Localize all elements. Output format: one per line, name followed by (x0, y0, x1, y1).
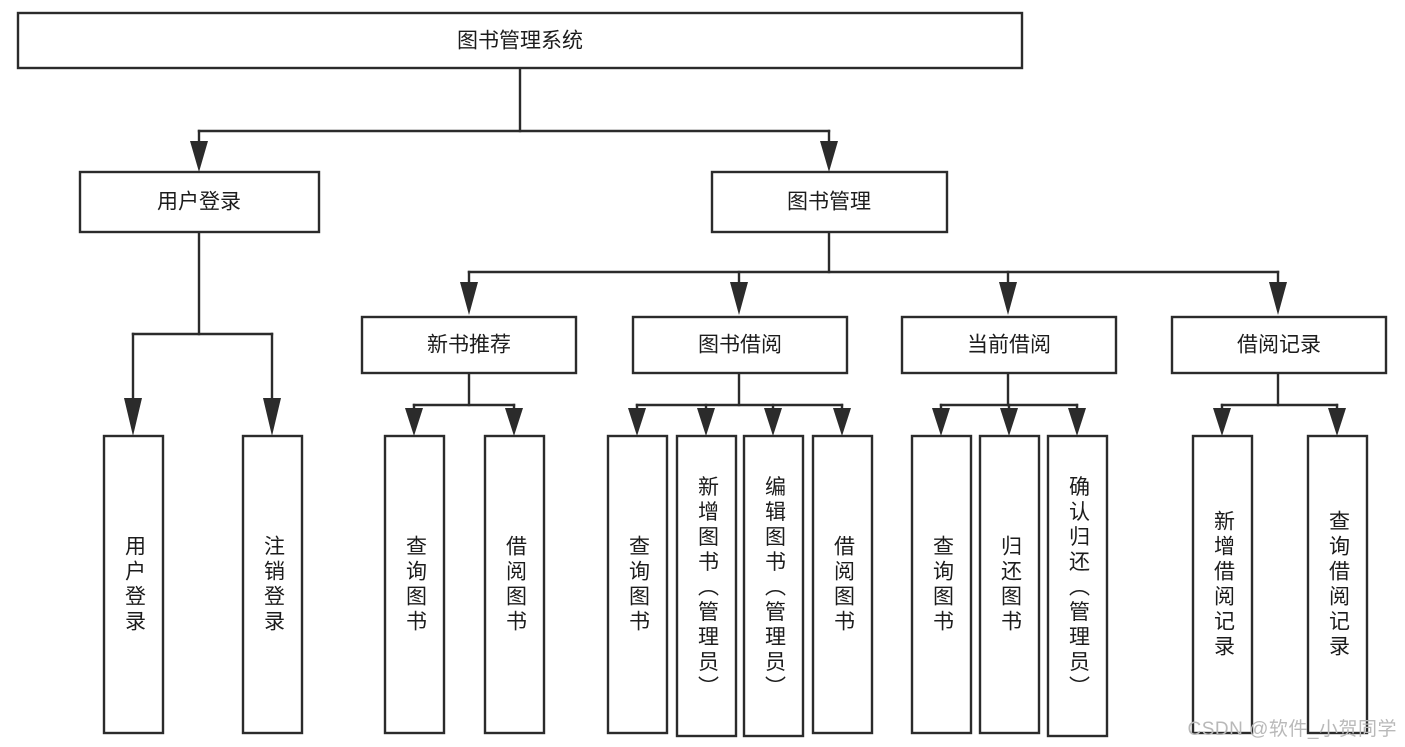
node-leaf-add-book[interactable]: 新增图书（管理员） (675, 434, 738, 738)
node-leaf-confirm-return[interactable]: 确认归还（管理员） (1046, 434, 1109, 738)
connector-root-to-level2 (190, 66, 838, 172)
node-leaf-logout-login[interactable]: 注销登录 (241, 434, 304, 735)
arrow-head-icon (405, 408, 423, 436)
connector-borrowrecord-to-leaves (1213, 371, 1346, 436)
node-label: 新书推荐 (427, 334, 511, 357)
node-label: 新增借阅记录 (1212, 510, 1236, 660)
node-label: 图书管理系统 (457, 30, 583, 53)
node-label: 用户登录 (157, 191, 241, 214)
node-label: 编辑图书（管理员） (763, 476, 787, 701)
node-box[interactable] (1191, 434, 1254, 735)
node-label: 用户登录 (123, 535, 147, 635)
connector-bookmanagement-to-level3 (460, 230, 1287, 315)
node-leaf-edit-book[interactable]: 编辑图书（管理员） (742, 434, 805, 738)
node-box[interactable] (910, 434, 973, 735)
connector-userlogin-to-leaves (124, 230, 281, 436)
node-label: 借阅图书 (832, 535, 856, 635)
node-leaf-add-record[interactable]: 新增借阅记录 (1191, 434, 1254, 735)
node-box[interactable] (742, 434, 805, 738)
node-leaf-query-book-3[interactable]: 查询图书 (910, 434, 973, 735)
arrow-head-icon (263, 398, 281, 436)
node-box[interactable] (16, 11, 1024, 70)
node-label: 确认归还（管理员） (1067, 476, 1091, 701)
connector-newbook-to-leaves (405, 371, 523, 436)
node-box[interactable] (1170, 315, 1388, 375)
node-box[interactable] (606, 434, 669, 735)
arrow-head-icon (460, 282, 478, 315)
arrow-head-icon (764, 408, 782, 436)
node-box[interactable] (383, 434, 446, 735)
node-box[interactable] (811, 434, 874, 735)
node-user-login[interactable]: 用户登录 (78, 170, 321, 234)
node-box[interactable] (483, 434, 546, 735)
node-label: 查询图书 (404, 535, 428, 635)
node-box[interactable] (900, 315, 1118, 375)
node-box[interactable] (1046, 434, 1109, 738)
arrow-head-icon (1213, 408, 1231, 436)
arrow-head-icon (190, 141, 208, 172)
node-box[interactable] (710, 170, 949, 234)
node-book-borrow[interactable]: 图书借阅 (631, 315, 849, 375)
arrow-head-icon (999, 282, 1017, 315)
node-label: 当前借阅 (967, 334, 1051, 357)
node-new-book-recommend[interactable]: 新书推荐 (360, 315, 578, 375)
arrow-head-icon (932, 408, 950, 436)
node-label: 查询图书 (931, 535, 955, 635)
node-box[interactable] (1306, 434, 1369, 735)
node-root-system[interactable]: 图书管理系统 (16, 11, 1024, 70)
node-box[interactable] (241, 434, 304, 735)
arrow-head-icon (1000, 408, 1018, 436)
arrow-head-icon (730, 282, 748, 315)
arrow-head-icon (1068, 408, 1086, 436)
arrow-head-icon (628, 408, 646, 436)
node-box[interactable] (78, 170, 321, 234)
arrow-head-icon (1269, 282, 1287, 315)
node-leaf-user-login[interactable]: 用户登录 (102, 434, 165, 735)
arrow-head-icon (697, 408, 715, 436)
connector-bookborrow-to-leaves (628, 371, 851, 436)
arrow-head-icon (505, 408, 523, 436)
node-label: 借阅图书 (504, 535, 528, 635)
arrow-head-icon (1328, 408, 1346, 436)
node-leaf-query-book-1[interactable]: 查询图书 (383, 434, 446, 735)
node-box[interactable] (631, 315, 849, 375)
node-label: 注销登录 (262, 535, 286, 635)
node-label: 图书借阅 (698, 334, 782, 357)
node-box[interactable] (978, 434, 1041, 735)
arrow-head-icon (833, 408, 851, 436)
node-leaf-query-book-2[interactable]: 查询图书 (606, 434, 669, 735)
node-book-management[interactable]: 图书管理 (710, 170, 949, 234)
node-label: 借阅记录 (1237, 334, 1321, 357)
node-box[interactable] (675, 434, 738, 738)
node-current-borrow[interactable]: 当前借阅 (900, 315, 1118, 375)
node-leaf-query-record[interactable]: 查询借阅记录 (1306, 434, 1369, 735)
node-leaf-return-book[interactable]: 归还图书 (978, 434, 1041, 735)
node-label: 新增图书（管理员） (696, 476, 720, 701)
node-box[interactable] (360, 315, 578, 375)
node-label: 归还图书 (999, 535, 1023, 635)
node-box[interactable] (102, 434, 165, 735)
node-label: 查询图书 (627, 535, 651, 635)
node-label: 图书管理 (787, 191, 871, 214)
node-label: 查询借阅记录 (1327, 510, 1351, 660)
node-borrow-record[interactable]: 借阅记录 (1170, 315, 1388, 375)
node-leaf-borrow-book-1[interactable]: 借阅图书 (483, 434, 546, 735)
connector-currentborrow-to-leaves (932, 371, 1086, 436)
arrow-head-icon (820, 141, 838, 172)
arrow-head-icon (124, 398, 142, 436)
node-leaf-borrow-book-2[interactable]: 借阅图书 (811, 434, 874, 735)
